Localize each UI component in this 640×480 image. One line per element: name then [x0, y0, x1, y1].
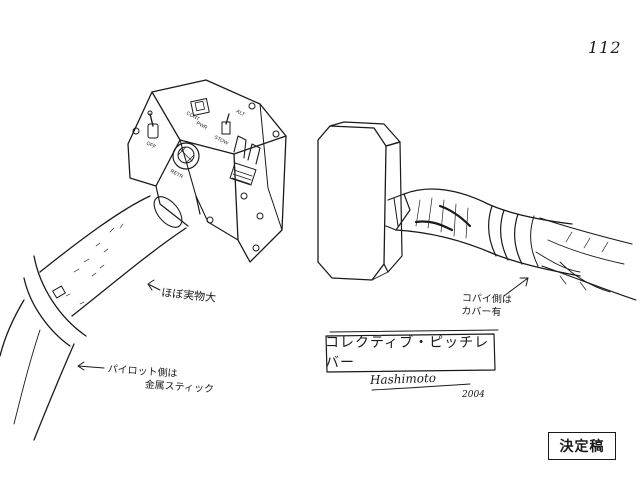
pilot-note-arrow	[77, 361, 105, 371]
panel-label-stow: STOW	[213, 134, 229, 146]
artist-signature: Hashimoto	[369, 370, 437, 388]
final-draft-stamp: 決定稿	[548, 432, 616, 460]
panel-label-pwr: PWR	[195, 120, 208, 131]
scale-note-arrow	[147, 279, 161, 291]
copilot-collective-head-drawing	[317, 121, 637, 301]
panel-label-alt: ALT	[235, 108, 246, 117]
title-box-frame	[325, 329, 499, 373]
signature-year: 2004	[462, 390, 485, 400]
pilot-collective-head-drawing: CONT PWR OFF STOW ALT RETR	[0, 79, 287, 441]
panel-label-off: OFF	[145, 140, 157, 150]
note-copilot-line2: カバー有	[461, 305, 502, 318]
note-copilot-side: コパイ側は カバー有	[461, 293, 512, 320]
copilot-note-arrow	[503, 277, 529, 297]
panel-label-retr: RETR	[169, 168, 184, 180]
note-copilot-line1: コパイ側は	[461, 293, 512, 306]
signature-underline	[371, 383, 471, 391]
panel-label-cont: CONT	[185, 110, 200, 122]
drawing-title: コレクティブ・ピッチレバー	[325, 335, 490, 371]
page-number: 112	[588, 38, 622, 57]
